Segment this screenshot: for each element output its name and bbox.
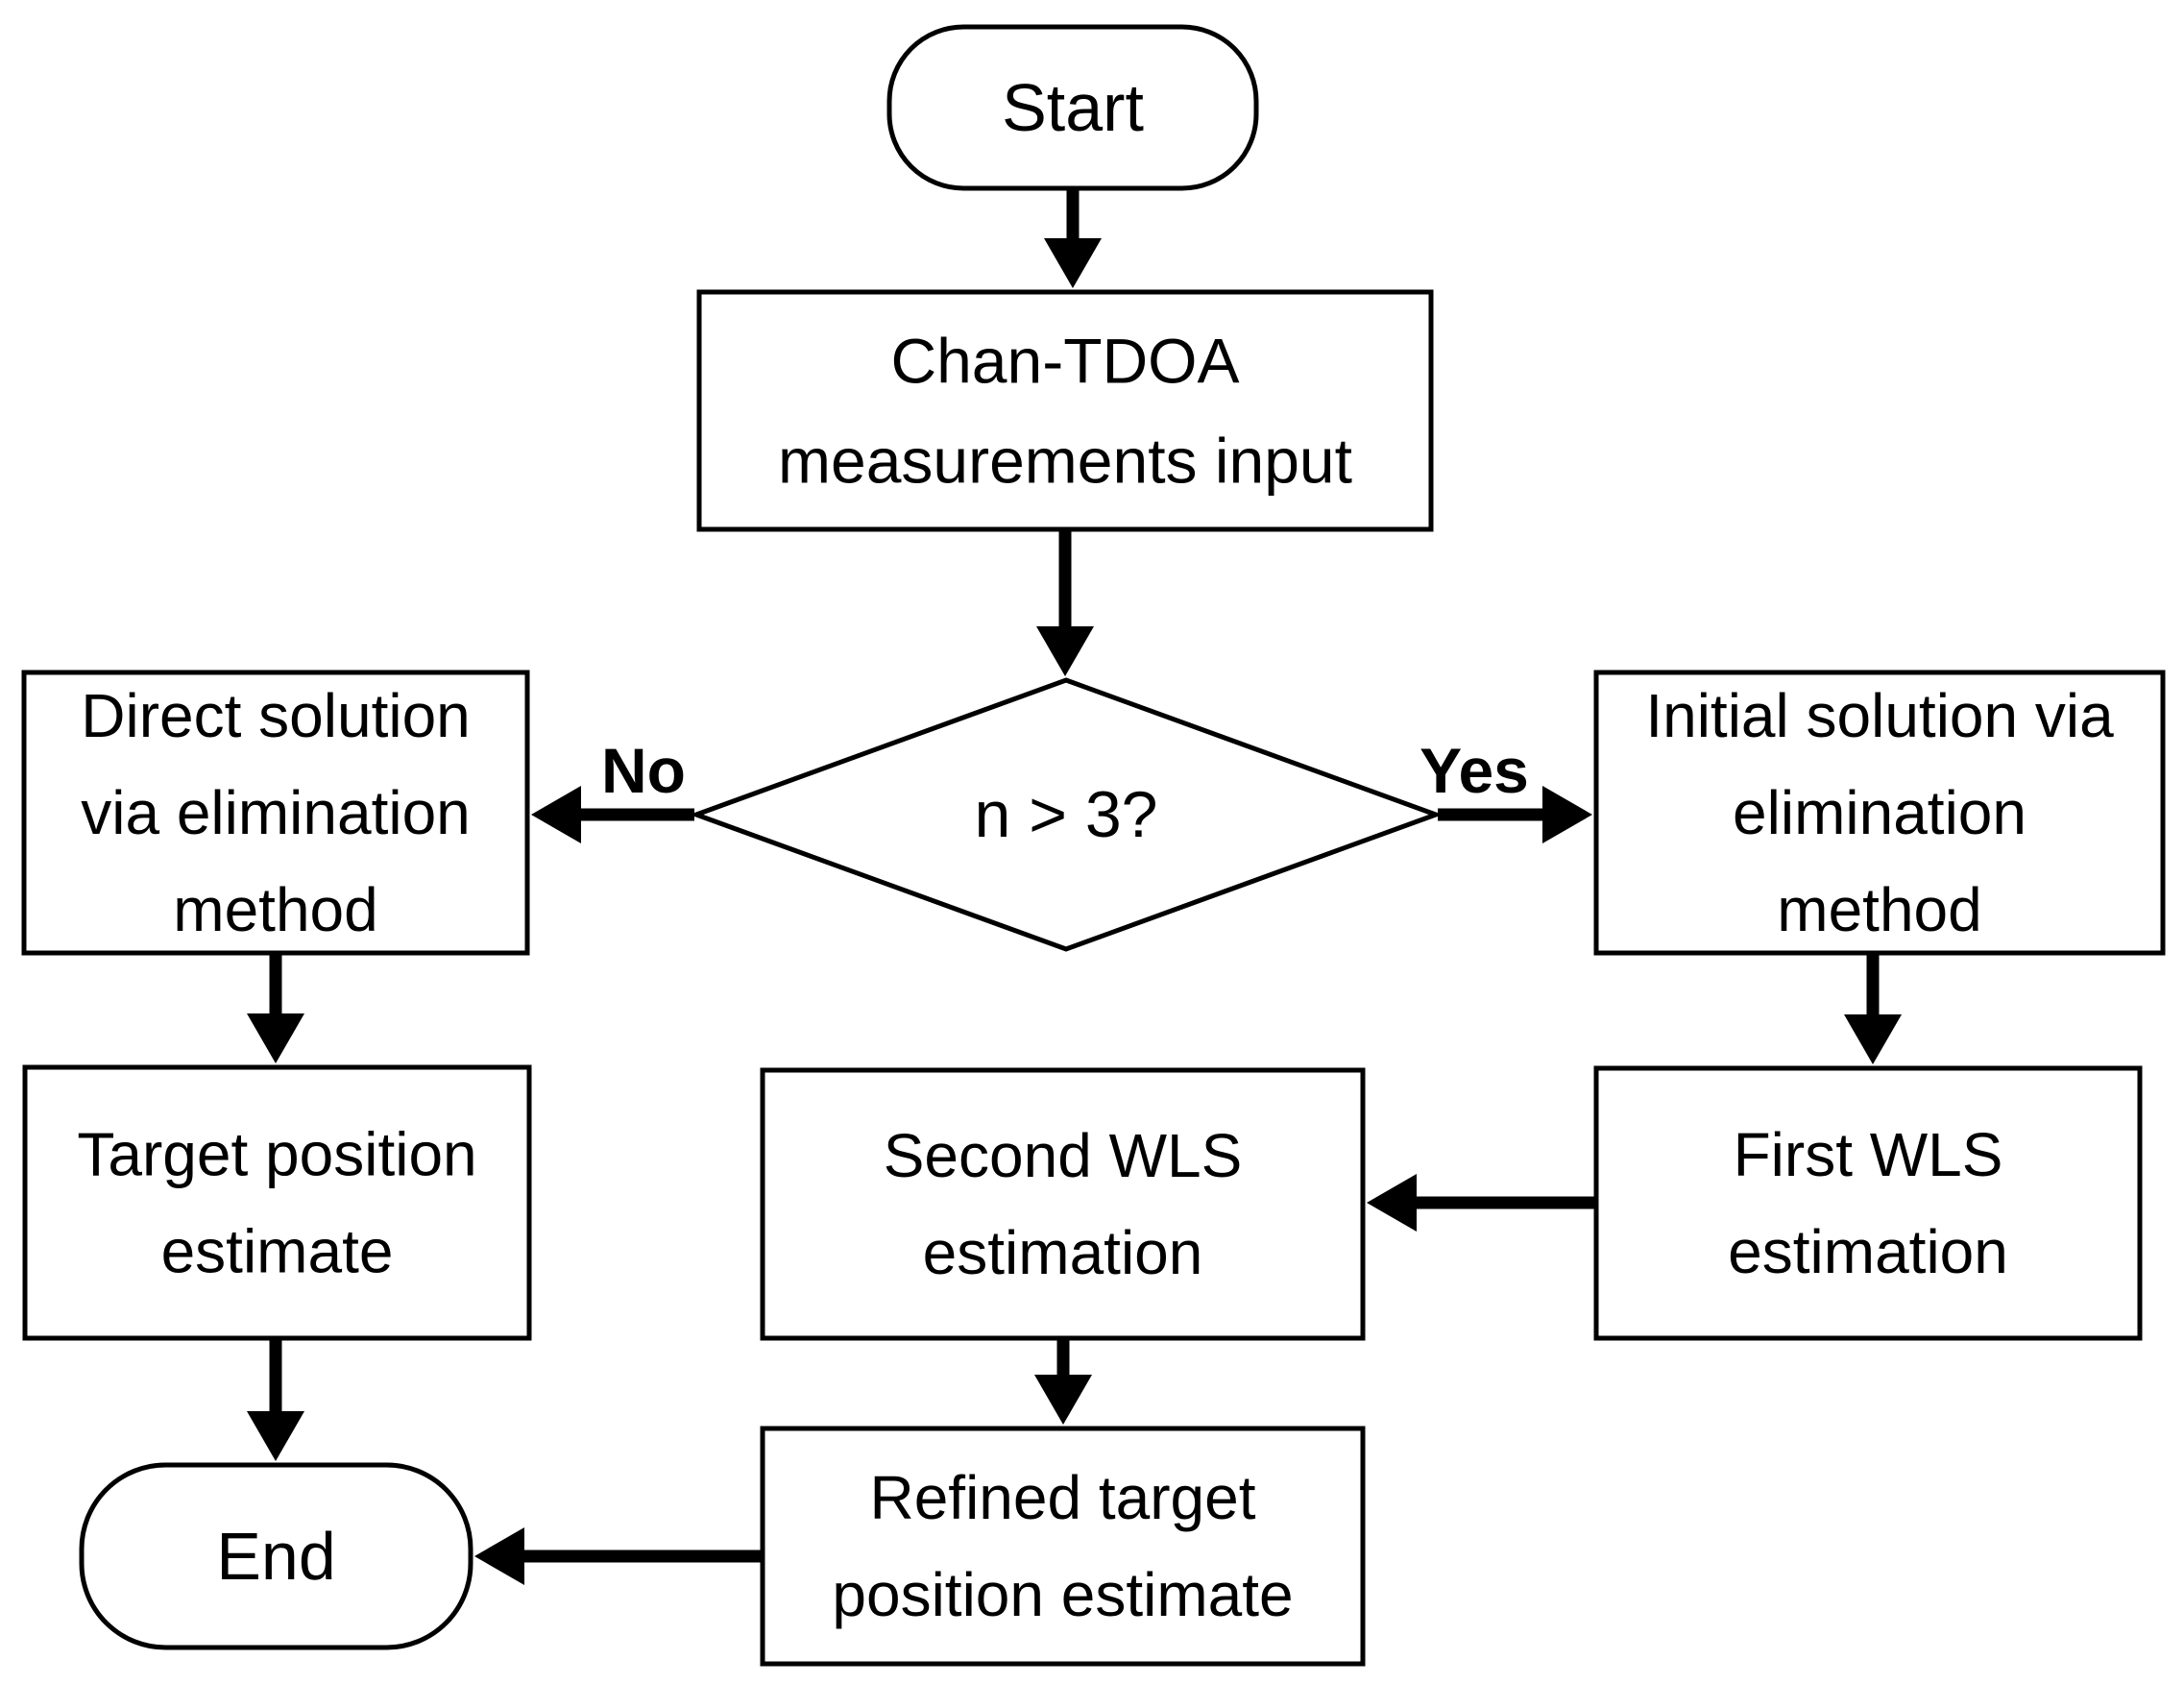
direct-to-target-arrowhead xyxy=(247,1013,304,1063)
end-label: End xyxy=(216,1519,336,1594)
start-label: Start xyxy=(1002,70,1144,145)
edge-target-to-end xyxy=(247,1338,304,1461)
node-refined-estimate: Refined target position estimate xyxy=(760,1426,1366,1667)
direct-solution-label: via elimination xyxy=(81,778,471,847)
start-to-input-arrowhead xyxy=(1044,238,1102,288)
initial-solution-label: method xyxy=(1777,875,1981,944)
direct-solution-label: Direct solution xyxy=(81,681,471,750)
first-wls-label: First WLS xyxy=(1734,1120,2003,1189)
node-second-wls: Second WLS estimation xyxy=(760,1067,1366,1341)
end-shape xyxy=(79,1462,473,1650)
decision-n-gt-3-label: n > 3? xyxy=(975,778,1158,851)
node-start: Start xyxy=(886,24,1259,191)
edge-decision-to-initial xyxy=(1438,786,1592,843)
input-to-decision-arrowhead xyxy=(1036,626,1094,676)
decision-n-gt-3-shape xyxy=(689,677,1444,952)
node-target-estimate: Target position estimate xyxy=(22,1064,532,1341)
chan-tdoa-input-label: measurements input xyxy=(778,426,1352,497)
decision-to-initial-arrowhead xyxy=(1542,786,1592,843)
chan-tdoa-input-label: Chan-TDOA xyxy=(890,325,1239,396)
target-to-end-arrowhead xyxy=(247,1411,304,1461)
initial-solution-shape xyxy=(1593,670,2166,956)
edge-first-wls-to-second-wls xyxy=(1367,1174,1594,1232)
second-wls-shape xyxy=(760,1067,1366,1341)
node-end: End xyxy=(79,1462,473,1650)
direct-solution-shape xyxy=(21,670,530,956)
edge-label-yes: Yes xyxy=(1420,735,1529,806)
first-wls-label: estimation xyxy=(1728,1217,2008,1286)
refined-estimate-label: Refined target xyxy=(869,1463,1255,1532)
node-chan-tdoa-input: Chan-TDOA measurements input xyxy=(696,289,1434,532)
edge-decision-to-direct xyxy=(531,786,694,843)
edge-direct-to-target xyxy=(247,953,304,1063)
edge-second-wls-to-refined xyxy=(1034,1338,1092,1425)
initial-solution-label: elimination xyxy=(1733,778,2026,847)
node-direct-solution: Direct solution via elimination method xyxy=(21,670,530,956)
edge-refined-to-end xyxy=(474,1527,761,1585)
refined-to-end-arrowhead xyxy=(474,1527,524,1585)
initial-to-first-wls-arrowhead xyxy=(1844,1014,1902,1064)
chan-tdoa-input-shape xyxy=(696,289,1434,532)
decision-to-direct-arrowhead xyxy=(531,786,581,843)
first-wls-to-second-wls-arrowhead xyxy=(1367,1174,1417,1232)
initial-solution-label: Initial solution via xyxy=(1645,681,2114,750)
direct-solution-label: method xyxy=(173,875,377,944)
node-decision-n-gt-3: n > 3? xyxy=(689,677,1444,952)
second-wls-label: estimation xyxy=(923,1218,1203,1287)
target-estimate-label: Target position xyxy=(77,1119,476,1188)
target-estimate-label: estimate xyxy=(161,1217,394,1286)
edge-label-no: No xyxy=(601,735,686,806)
node-first-wls: First WLS estimation xyxy=(1593,1065,2143,1341)
second-wls-to-refined-arrowhead xyxy=(1034,1375,1092,1425)
edge-start-to-input xyxy=(1044,188,1102,288)
refined-estimate-label: position estimate xyxy=(832,1560,1293,1629)
first-wls-shape xyxy=(1593,1065,2143,1341)
refined-estimate-shape xyxy=(760,1426,1366,1667)
edge-input-to-decision xyxy=(1036,529,1094,676)
node-initial-solution: Initial solution via elimination method xyxy=(1593,670,2166,956)
second-wls-label: Second WLS xyxy=(884,1121,1243,1190)
edge-initial-to-first-wls xyxy=(1844,953,1902,1064)
target-estimate-shape xyxy=(22,1064,532,1341)
